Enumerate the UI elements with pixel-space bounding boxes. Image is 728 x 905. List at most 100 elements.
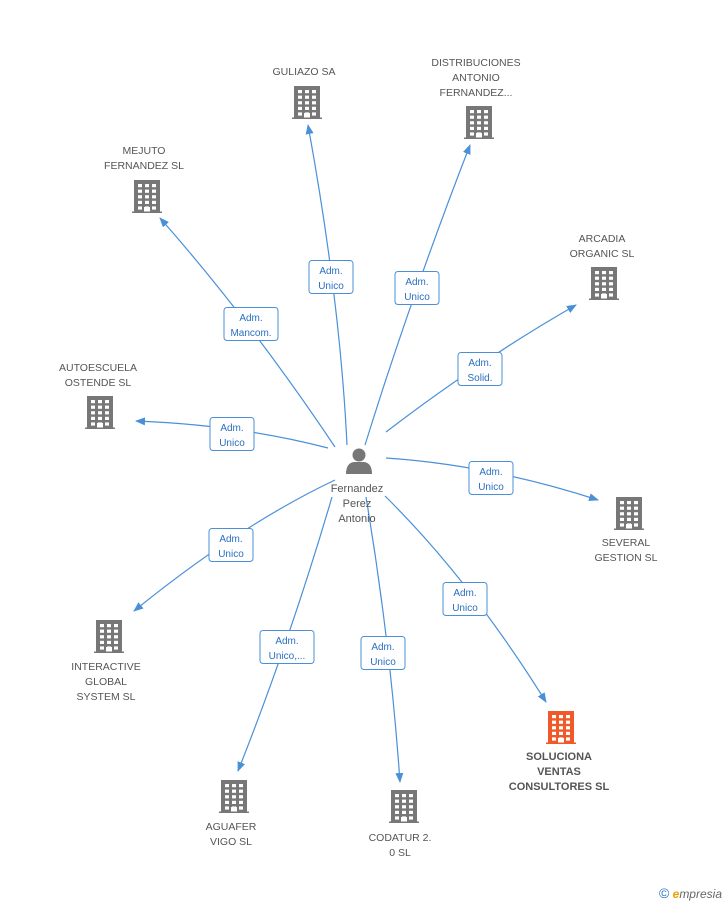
company-label-arcadia-line: ORGANIC SL <box>570 248 635 260</box>
role-label-several-line: Unico <box>478 482 504 493</box>
company-label-guliazo: GULIAZO SA <box>272 66 335 78</box>
role-label-soluciona-line: Unico <box>452 603 478 614</box>
company-label-aguafer-line: AGUAFER <box>206 821 257 833</box>
company-label-distribuciones-line: FERNANDEZ... <box>440 87 513 99</box>
brand-logo-initial: e <box>672 887 680 901</box>
role-label-mejuto-line: Adm. <box>239 313 262 324</box>
role-label-interactive-line: Unico <box>218 549 244 560</box>
role-label-interactive: Adm. Unico <box>218 534 244 560</box>
role-label-soluciona-line: Adm. <box>453 588 476 599</box>
company-label-several-line: SEVERAL <box>602 537 651 549</box>
building-icon <box>589 267 619 300</box>
role-label-guliazo-line: Adm. <box>319 266 342 277</box>
building-icon <box>614 497 644 530</box>
company-label-interactive-line: INTERACTIVE <box>71 661 140 673</box>
role-badge-mejuto: Adm. Mancom. <box>223 307 279 341</box>
role-label-distribuciones-line: Unico <box>404 292 430 303</box>
role-badge-distribuciones: Adm. Unico <box>394 271 440 305</box>
company-node-mejuto[interactable]: MEJUTO FERNANDEZ SL <box>104 145 184 213</box>
role-label-autoescuela-line: Unico <box>219 438 245 449</box>
company-node-several[interactable]: SEVERAL GESTION SL <box>594 497 658 564</box>
company-label-distribuciones-line: ANTONIO <box>452 72 500 84</box>
company-label-soluciona-line: VENTAS <box>537 766 581 778</box>
company-label-several: SEVERAL GESTION SL <box>594 537 657 564</box>
role-label-soluciona: Adm. Unico <box>452 588 478 614</box>
company-node-soluciona[interactable]: SOLUCIONA VENTAS CONSULTORES SL <box>509 711 610 793</box>
role-badge-autoescuela: Adm. Unico <box>209 417 255 451</box>
building-icon <box>546 711 576 744</box>
role-badge-soluciona: Adm. Unico <box>442 582 488 616</box>
company-node-codatur[interactable]: CODATUR 2. 0 SL <box>369 790 432 859</box>
building-icon <box>85 396 115 429</box>
company-label-autoescuela-line: AUTOESCUELA <box>59 362 137 374</box>
role-badge-arcadia: Adm. Solid. <box>457 352 503 386</box>
company-label-mejuto: MEJUTO FERNANDEZ SL <box>104 145 184 172</box>
person-name-line: Fernandez <box>331 483 384 495</box>
company-node-distribuciones[interactable]: DISTRIBUCIONES ANTONIO FERNANDEZ... <box>431 57 521 139</box>
role-label-arcadia-line: Adm. <box>468 358 491 369</box>
role-label-aguafer-line: Adm. <box>275 636 298 647</box>
building-icon <box>292 86 322 119</box>
company-label-interactive-line: GLOBAL <box>85 676 127 688</box>
role-label-mejuto-line: Mancom. <box>230 328 271 339</box>
role-label-aguafer: Adm. Unico,... <box>269 636 306 662</box>
company-node-arcadia[interactable]: ARCADIA ORGANIC SL <box>570 233 635 300</box>
role-label-aguafer-line: Unico,... <box>269 651 306 662</box>
company-label-codatur-line: 0 SL <box>389 847 411 859</box>
company-label-arcadia-line: ARCADIA <box>579 233 626 245</box>
company-label-distribuciones: DISTRIBUCIONES ANTONIO FERNANDEZ... <box>431 57 520 99</box>
role-label-distribuciones-line: Adm. <box>405 277 428 288</box>
person-icon <box>346 448 372 474</box>
role-label-autoescuela: Adm. Unico <box>219 423 245 449</box>
building-icon <box>389 790 419 823</box>
company-node-interactive[interactable]: INTERACTIVE GLOBAL SYSTEM SL <box>71 620 141 703</box>
company-label-autoescuela: AUTOESCUELA OSTENDE SL <box>59 362 137 389</box>
company-label-interactive: INTERACTIVE GLOBAL SYSTEM SL <box>71 661 140 703</box>
company-label-autoescuela-line: OSTENDE SL <box>65 377 132 389</box>
company-label-codatur: CODATUR 2. 0 SL <box>369 832 432 859</box>
company-label-several-line: GESTION SL <box>594 552 657 564</box>
brand-logo-text: mpresia <box>679 887 722 901</box>
role-label-arcadia: Adm. Solid. <box>467 358 492 384</box>
company-label-interactive-line: SYSTEM SL <box>77 691 136 703</box>
company-label-mejuto-line: FERNANDEZ SL <box>104 160 184 172</box>
role-label-distribuciones: Adm. Unico <box>404 277 430 303</box>
person-name-line: Perez <box>343 498 372 510</box>
building-icon <box>94 620 124 653</box>
role-label-autoescuela-line: Adm. <box>220 423 243 434</box>
company-label-soluciona-line: SOLUCIONA <box>526 751 592 763</box>
building-icon <box>219 780 249 813</box>
role-label-several-line: Adm. <box>479 467 502 478</box>
role-label-guliazo-line: Unico <box>318 281 344 292</box>
role-label-interactive-line: Adm. <box>219 534 242 545</box>
role-label-arcadia-line: Solid. <box>467 373 492 384</box>
role-label-codatur-line: Unico <box>370 657 396 668</box>
company-label-mejuto-line: MEJUTO <box>123 145 166 157</box>
company-label-arcadia: ARCADIA ORGANIC SL <box>570 233 635 260</box>
role-label-guliazo: Adm. Unico <box>318 266 344 292</box>
role-label-codatur-line: Adm. <box>371 642 394 653</box>
building-icon <box>132 180 162 213</box>
company-node-guliazo[interactable]: GULIAZO SA <box>272 66 336 119</box>
company-label-guliazo-line: GULIAZO SA <box>272 66 335 78</box>
role-label-mejuto: Adm. Mancom. <box>230 313 271 339</box>
building-icon <box>464 106 494 139</box>
role-badge-aguafer: Adm. Unico,... <box>259 630 315 664</box>
person-name-line: Antonio <box>338 513 375 525</box>
role-label-codatur: Adm. Unico <box>370 642 396 668</box>
company-node-autoescuela[interactable]: AUTOESCUELA OSTENDE SL <box>59 362 137 429</box>
brand-footer: © empresia <box>659 885 722 901</box>
role-badge-interactive: Adm. Unico <box>208 528 254 562</box>
company-node-aguafer[interactable]: AGUAFER VIGO SL <box>206 780 257 848</box>
company-label-distribuciones-line: DISTRIBUCIONES <box>431 57 520 69</box>
company-label-soluciona: SOLUCIONA VENTAS CONSULTORES SL <box>509 751 610 793</box>
role-badge-codatur: Adm. Unico <box>360 636 406 670</box>
role-label-several: Adm. Unico <box>478 467 504 493</box>
company-label-codatur-line: CODATUR 2. <box>369 832 432 844</box>
company-label-aguafer-line: VIGO SL <box>210 836 252 848</box>
copyright-icon: © <box>658 885 670 901</box>
company-label-soluciona-line: CONSULTORES SL <box>509 781 610 793</box>
